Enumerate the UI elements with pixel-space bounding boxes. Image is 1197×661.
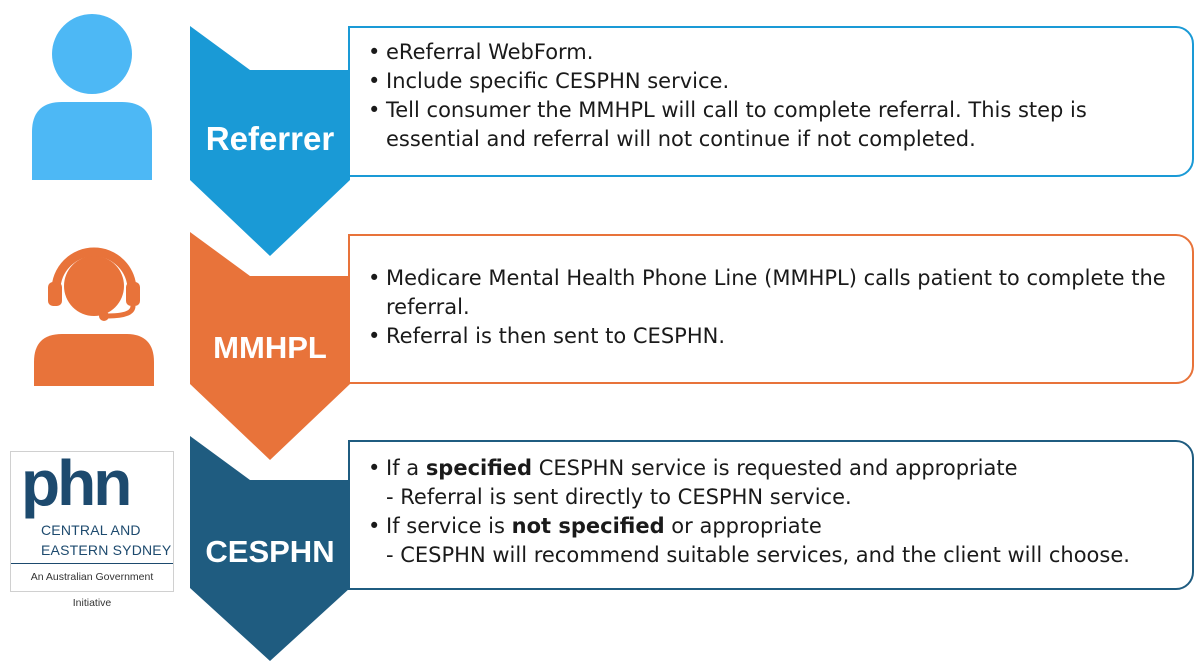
mmhpl-bullet-1: Medicare Mental Health Phone Line (MMHPL… [368,264,1176,322]
step-label-cesphn: CESPHN [205,534,335,569]
cesphn-bullet-2: If service is not specified or appropria… [368,512,1176,541]
person-icon [32,14,152,180]
step-box-referrer: eReferral WebForm. Include specific CESP… [348,26,1194,177]
phn-line-2: EASTERN SYDNEY [41,542,172,558]
cesphn-sub-2: - CESPHN will recommend suitable service… [386,543,1130,567]
step-label-mmhpl: MMHPL [213,330,327,365]
step-label-referrer: Referrer [205,120,335,157]
chevron-referrer [190,26,350,256]
step-box-mmhpl: Medicare Mental Health Phone Line (MMHPL… [348,234,1194,384]
headset-agent-icon [34,247,154,386]
referrer-bullet-2: Include specific CESPHN service. [368,67,1176,96]
referrer-bullet-1: eReferral WebForm. [368,38,1176,67]
referrer-bullet-3: Tell consumer the MMHPL will call to com… [368,96,1176,154]
chevron-cesphn [190,436,350,661]
phn-footer: An Australian Government Initiative [11,563,173,609]
cesphn-bullet-1: If a specified CESPHN service is request… [368,454,1176,483]
chevron-mmhpl [190,232,350,460]
phn-wordmark: phn [21,447,132,519]
phn-line-1: CENTRAL AND [41,522,141,538]
step-box-cesphn: If a specified CESPHN service is request… [348,440,1194,590]
cesphn-sub-1: - Referral is sent directly to CESPHN se… [386,485,852,509]
phn-logo: phn CENTRAL AND EASTERN SYDNEY An Austra… [10,447,174,609]
mmhpl-bullet-2: Referral is then sent to CESPHN. [368,322,1176,351]
